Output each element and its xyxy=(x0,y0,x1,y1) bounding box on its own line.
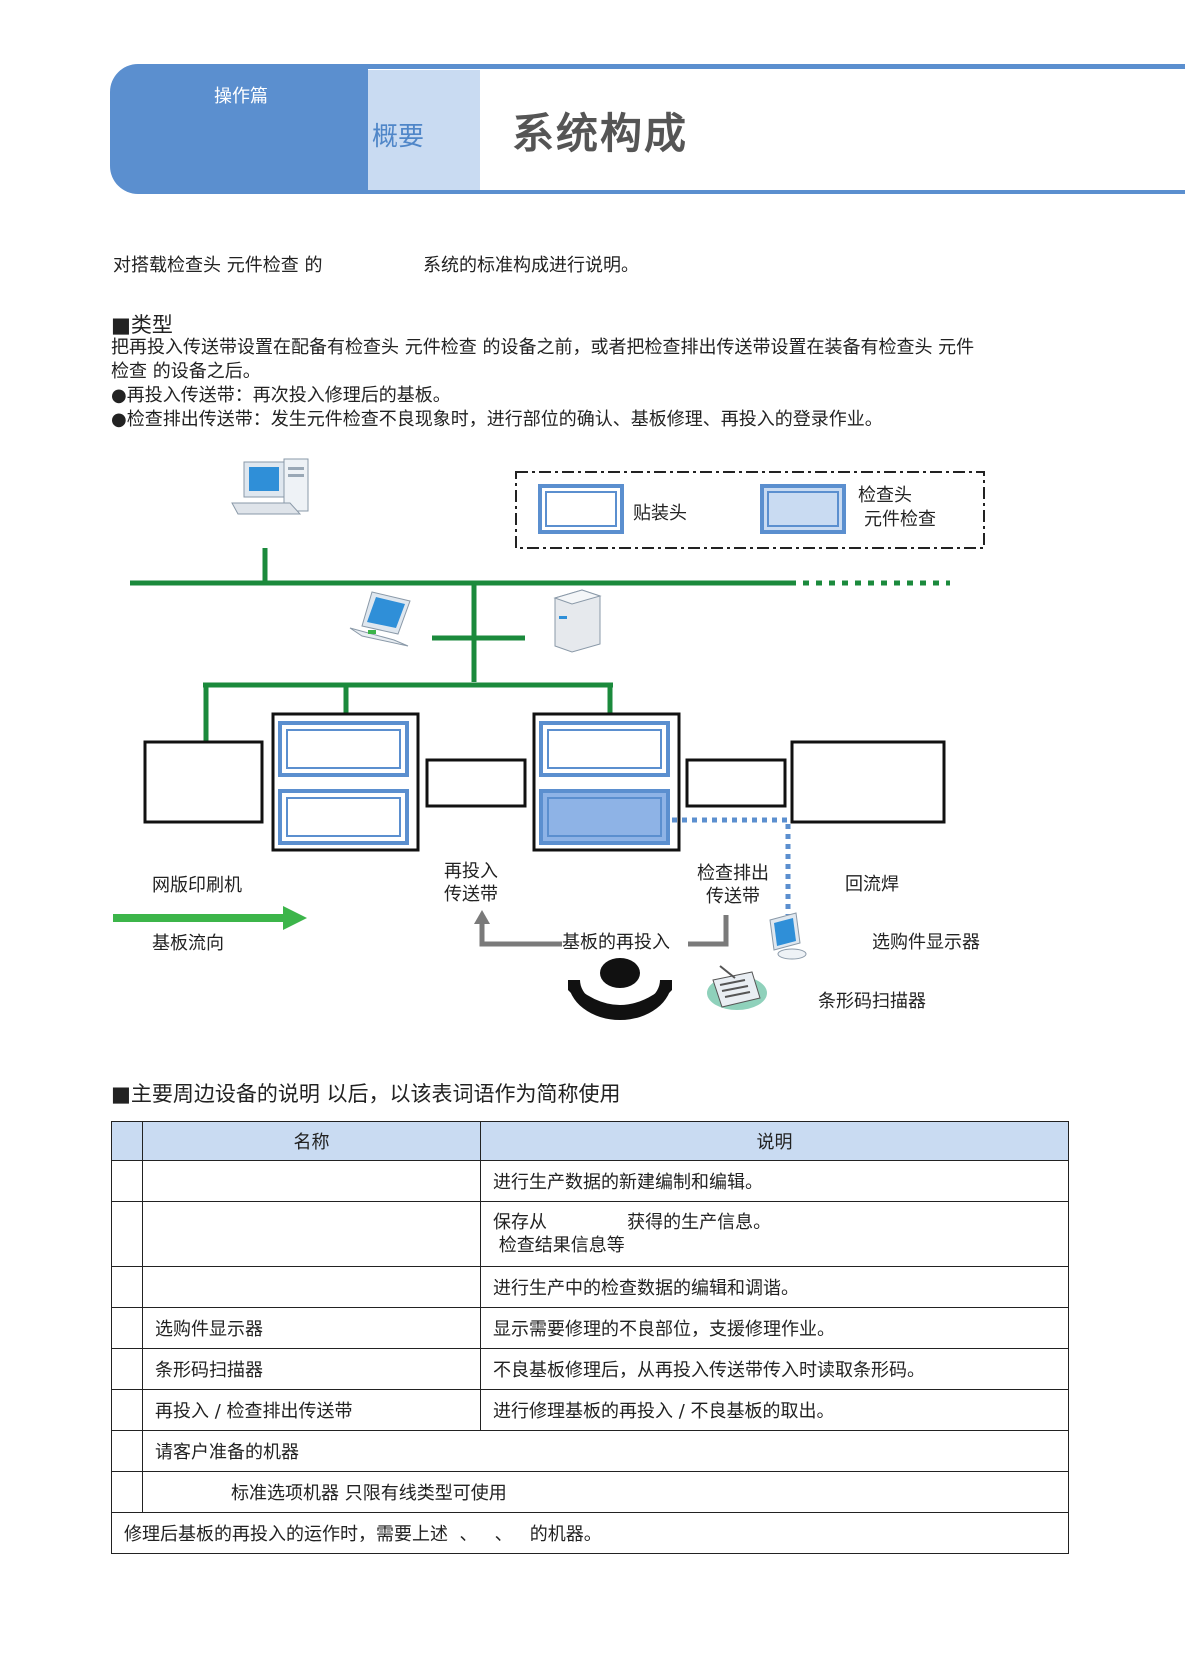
table-cell-desc: 不良基板修理后，从再投入传送带传入时读取条形码。 xyxy=(481,1349,1069,1390)
reflow-box xyxy=(792,742,944,822)
table-header-row: 名称 说明 xyxy=(112,1122,1069,1161)
reinput-conveyor-label-1: 再投入 xyxy=(444,860,498,883)
barcode-scanner-icon xyxy=(707,966,767,1010)
reinput-conveyor-label-2: 传送带 xyxy=(444,883,498,906)
barcode-scanner-label: 条形码扫描器 xyxy=(818,990,926,1013)
board-reinput-label: 基板的再投入 xyxy=(562,931,670,954)
table-header-name: 名称 xyxy=(143,1122,481,1161)
legend-inspection-head-label-2: 元件检查 xyxy=(864,508,936,531)
table-cell-name xyxy=(143,1202,481,1267)
table-cell-name: 条形码扫描器 xyxy=(143,1349,481,1390)
network-lines xyxy=(130,548,790,742)
legend-inspection-head-label-1: 检查头 xyxy=(858,484,912,507)
table-row-standard: 标准选项机器 只限有线类型可使用 xyxy=(112,1472,1069,1513)
reject-conveyor-box xyxy=(687,760,785,806)
server-icon xyxy=(555,590,600,652)
table-cell-footer: 修理后基板的再投入的运作时，需要上述 、 、 的机器。 xyxy=(112,1513,1069,1554)
table-heading: ■主要周边设备的说明 以后，以该表词语作为简称使用 xyxy=(111,1078,621,1108)
table-cell-standard: 标准选项机器 只限有线类型可使用 xyxy=(143,1472,1069,1513)
laptop-icon xyxy=(350,592,410,646)
option-display-label: 选购件显示器 xyxy=(872,931,980,954)
table-cell-desc: 显示需要修理的不良部位，支援修理作业。 xyxy=(481,1308,1069,1349)
table-header-desc: 说明 xyxy=(481,1122,1069,1161)
table-cell-desc: 进行修理基板的再投入 / 不良基板的取出。 xyxy=(481,1390,1069,1431)
screen-printer-box xyxy=(145,742,262,822)
monitor-icon xyxy=(770,913,806,959)
board-flow-arrowhead xyxy=(283,906,307,930)
table-cell-name: 再投入 / 检查排出传送带 xyxy=(143,1390,481,1431)
table-header-blank xyxy=(112,1122,143,1161)
desktop-pc-icon xyxy=(232,459,308,514)
table-cell-desc-line1: 保存从 获得的生产信息。 xyxy=(493,1211,1056,1234)
table-cell-desc-line2: 检查结果信息等 xyxy=(493,1234,1056,1257)
screen-printer-label: 网版印刷机 xyxy=(152,874,242,897)
table-row: 再投入 / 检查排出传送带 进行修理基板的再投入 / 不良基板的取出。 xyxy=(112,1390,1069,1431)
table-cell-name xyxy=(143,1267,481,1308)
table-cell-desc: 进行生产数据的新建编制和编辑。 xyxy=(481,1161,1069,1202)
table-row: 进行生产中的检查数据的编辑和调谐。 xyxy=(112,1267,1069,1308)
board-flow-label: 基板流向 xyxy=(152,932,224,955)
reject-conveyor-label-1: 检查排出 xyxy=(697,862,769,885)
table-row: 进行生产数据的新建编制和编辑。 xyxy=(112,1161,1069,1202)
reject-conveyor-label-2: 传送带 xyxy=(706,885,760,908)
legend-mount-head-label: 贴装头 xyxy=(633,502,687,525)
table-cell-desc: 保存从 获得的生产信息。 检查结果信息等 xyxy=(481,1202,1069,1267)
table-row-footer: 修理后基板的再投入的运作时，需要上述 、 、 的机器。 xyxy=(112,1513,1069,1554)
reflow-label: 回流焊 xyxy=(845,873,899,896)
table-cell-customer: 请客户准备的机器 xyxy=(143,1431,1069,1472)
table-cell-name xyxy=(143,1161,481,1202)
table-row: 条形码扫描器 不良基板修理后，从再投入传送带传入时读取条形码。 xyxy=(112,1349,1069,1390)
table-row-customer: 请客户准备的机器 xyxy=(112,1431,1069,1472)
reinput-conveyor-box xyxy=(427,760,525,806)
table-cell-desc: 进行生产中的检查数据的编辑和调谐。 xyxy=(481,1267,1069,1308)
reinput-return-path xyxy=(482,922,562,944)
table-row: 保存从 获得的生产信息。 检查结果信息等 xyxy=(112,1202,1069,1267)
table-cell-name: 选购件显示器 xyxy=(143,1308,481,1349)
table-row: 选购件显示器 显示需要修理的不良部位，支援修理作业。 xyxy=(112,1308,1069,1349)
equipment-table: 名称 说明 进行生产数据的新建编制和编辑。 保存从 获得的生产信息。 检查结果信… xyxy=(111,1121,1069,1554)
operator-icon xyxy=(568,958,672,1020)
